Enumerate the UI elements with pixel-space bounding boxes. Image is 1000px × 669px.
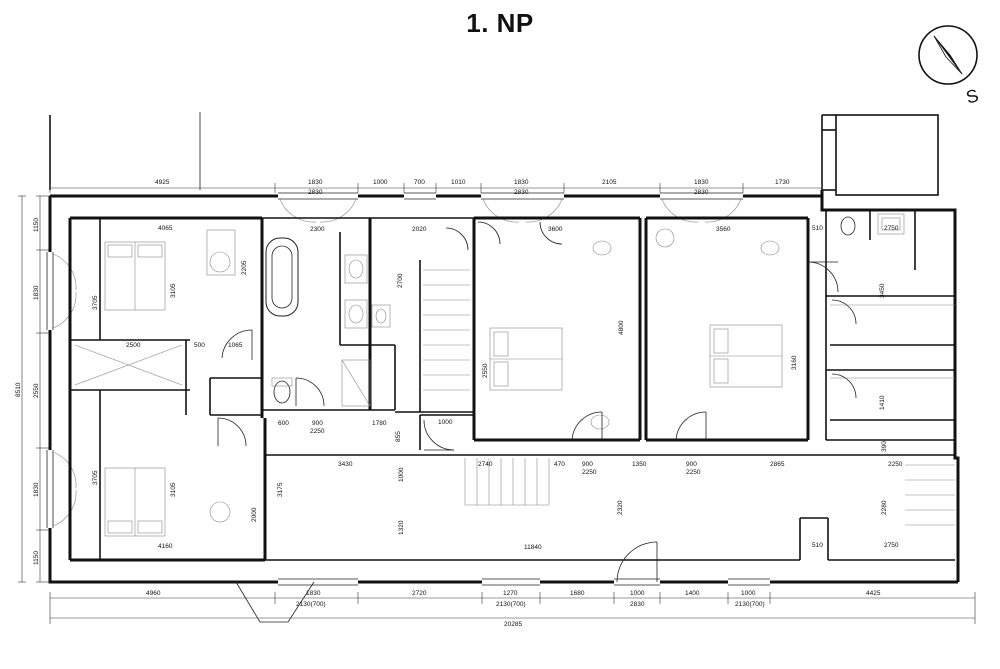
dim-top-7: 2105	[602, 179, 617, 186]
dim-top-sub-3: 2830	[694, 189, 709, 196]
dim-bottom-3: 2720	[412, 590, 427, 597]
dim-d-900: 900	[312, 420, 323, 427]
dim-bottom-sub-1: 2130(700)	[296, 601, 326, 608]
dim-left-4: 1830	[33, 482, 40, 497]
dim-wc-dim: 510	[812, 225, 823, 232]
outer-walls	[46, 190, 960, 586]
dim-d-11840: 11840	[524, 544, 542, 551]
dim-hall-w: 2020	[412, 226, 427, 233]
dim-bottom-4: 1270	[503, 590, 518, 597]
dim-d-1350: 1350	[632, 461, 647, 468]
dim-top-sub-2: 2830	[514, 189, 529, 196]
dim-left-2: 1830	[33, 285, 40, 300]
dim-room-r-w: 3560	[716, 226, 731, 233]
top-dimension-chain: 4925 1830 1000 700 1010 1830 2105 1830 1…	[49, 179, 823, 196]
dim-room-tl-h1: 2205	[241, 260, 248, 275]
dim-bottom-7: 1400	[685, 590, 700, 597]
dim-room-tl-width: 4065	[158, 225, 173, 232]
dim-bottom-1: 4960	[146, 590, 161, 597]
bottom-dimension-chain: 4960 1830 2720 1270 1680 1000 1400 1000 …	[49, 590, 976, 628]
dim-d-2250c: 2250	[686, 469, 701, 476]
dim-d-2320: 2320	[617, 500, 624, 515]
dim-corr-2500: 2500	[126, 342, 141, 349]
dim-d-1000b: 1000	[398, 467, 405, 482]
compass-label: S	[964, 85, 981, 107]
window-swings	[52, 198, 742, 527]
dim-room-bl-w: 4160	[158, 543, 173, 550]
dim-bottom-6: 1000	[630, 590, 645, 597]
dim-top-6: 1830	[514, 179, 529, 186]
site-lines	[49, 112, 939, 196]
dim-room-rr-h: 3450	[879, 283, 886, 298]
dim-bottom-2: 1830	[306, 590, 321, 597]
dim-left-1: 1150	[33, 218, 40, 232]
plan-title: 1. NP	[466, 8, 534, 38]
dim-top-5: 1010	[451, 179, 466, 186]
dim-d-900c: 900	[686, 461, 697, 468]
dim-d-2250d: 2250	[888, 461, 903, 468]
dim-d-2865: 2865	[770, 461, 785, 468]
dim-bottom-sub-2: 2130(700)	[496, 601, 526, 608]
dim-bottom-5: 1680	[570, 590, 585, 597]
dim-room-c-w: 3600	[548, 226, 563, 233]
interior-walls	[68, 210, 955, 562]
dim-d-2250a: 2250	[310, 428, 325, 435]
compass-icon: S	[918, 25, 981, 108]
dim-corr-1065: 1065	[228, 342, 243, 349]
dim-d-2740: 2740	[478, 461, 493, 468]
dim-d-900b: 900	[582, 461, 593, 468]
dim-d-1320: 1320	[398, 520, 405, 535]
dim-d-3430: 3430	[338, 461, 353, 468]
dim-d-3175: 3175	[277, 482, 284, 497]
dim-top-4: 700	[414, 179, 425, 186]
dim-d-510b: 510	[812, 542, 823, 549]
dim-d-1780: 1780	[372, 420, 387, 427]
dim-d-470: 470	[554, 461, 565, 468]
dim-room-bl-h: 3105	[170, 482, 177, 497]
left-dimension-chain: 1150 1830 8510 2550 1830 1150	[15, 195, 50, 583]
dim-room-rr-h2: 1410	[879, 395, 886, 410]
dim-top-9: 1730	[775, 179, 790, 186]
dim-room-tl-h3: 3705	[92, 295, 99, 310]
dim-bottom-9: 4425	[866, 590, 881, 597]
dim-d-600: 600	[278, 420, 289, 427]
dim-stair-h: 2700	[397, 273, 404, 288]
dim-d-2750b: 2750	[884, 542, 899, 549]
furniture	[74, 213, 955, 537]
dim-bottom-8: 1000	[741, 590, 756, 597]
dim-d-2250b: 2250	[582, 469, 597, 476]
dim-room-c-h2: 2550	[482, 363, 489, 378]
dim-bath-w: 2300	[310, 226, 325, 233]
dim-top-sub-1: 2830	[308, 189, 323, 196]
dim-top-1: 4925	[155, 179, 170, 186]
bay-outline	[235, 581, 315, 623]
dim-left-3: 2550	[33, 383, 40, 398]
dim-corr-500: 500	[194, 342, 205, 349]
dim-room-c-h: 4800	[618, 320, 625, 335]
dim-total: 20285	[504, 621, 522, 628]
dim-d-1000: 1000	[438, 419, 453, 426]
dim-room-bl-h2: 3705	[92, 470, 99, 485]
doors	[217, 221, 857, 583]
dim-room-tl-h2: 3105	[170, 283, 177, 298]
dim-wc-w: 2750	[884, 225, 899, 232]
dim-room-bl-h3: 2000	[251, 507, 258, 522]
dim-top-2: 1830	[308, 179, 323, 186]
interior-dimensions: 4065 2205 3105 3705 2300 2020 2700 3600 …	[92, 225, 903, 551]
dim-d-855: 855	[395, 431, 402, 442]
dim-top-8: 1830	[694, 179, 709, 186]
dim-bottom-sub-3: 2830	[630, 601, 645, 608]
dim-top-3: 1000	[373, 179, 388, 186]
dim-d-390: 390	[881, 441, 888, 452]
dim-left-total: 8510	[15, 382, 22, 397]
dim-bottom-sub-4: 2130(700)	[735, 601, 765, 608]
dim-d-2280: 2280	[881, 500, 888, 515]
dim-left-5: 1150	[33, 551, 40, 565]
dim-room-r-h: 3160	[791, 355, 798, 370]
